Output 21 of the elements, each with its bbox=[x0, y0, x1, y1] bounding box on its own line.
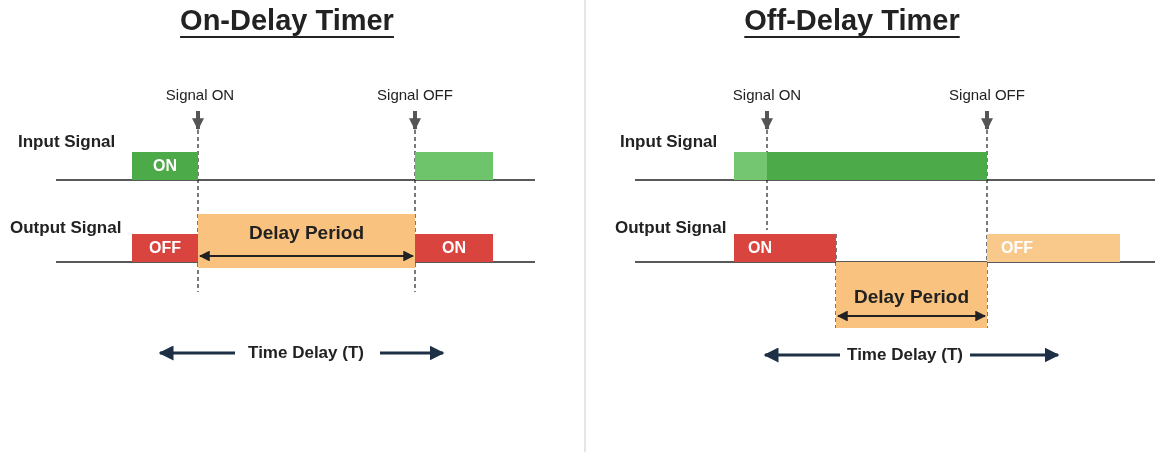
axis-label: Time Delay (T) bbox=[248, 343, 364, 363]
delay-period-box: Delay Period bbox=[836, 262, 987, 328]
row-label: Input Signal bbox=[18, 132, 116, 152]
signal-pulse: OFF bbox=[987, 234, 1120, 262]
signal-pulse: ON bbox=[132, 152, 198, 180]
event-label: Signal ON bbox=[165, 86, 235, 103]
signal-bar bbox=[415, 152, 493, 180]
event-label: Signal OFF bbox=[949, 86, 1025, 103]
row-label: Output Signal bbox=[615, 218, 727, 238]
event-label: Signal OFF bbox=[377, 86, 453, 103]
row-label: Input Signal bbox=[620, 132, 718, 152]
delay-period-box: Delay Period bbox=[198, 214, 415, 268]
signal-pulse: ON bbox=[415, 234, 493, 262]
signal-bar bbox=[734, 152, 987, 180]
panel-title: On-Delay Timer bbox=[180, 4, 394, 37]
signal-pulse: OFF bbox=[132, 234, 198, 262]
panel-title: Off-Delay Timer bbox=[744, 4, 960, 37]
axis-label: Time Delay (T) bbox=[847, 345, 963, 365]
signal-pulse: ON bbox=[734, 234, 836, 262]
event-label: Signal ON bbox=[732, 86, 802, 103]
row-label: Output Signal bbox=[10, 218, 122, 238]
